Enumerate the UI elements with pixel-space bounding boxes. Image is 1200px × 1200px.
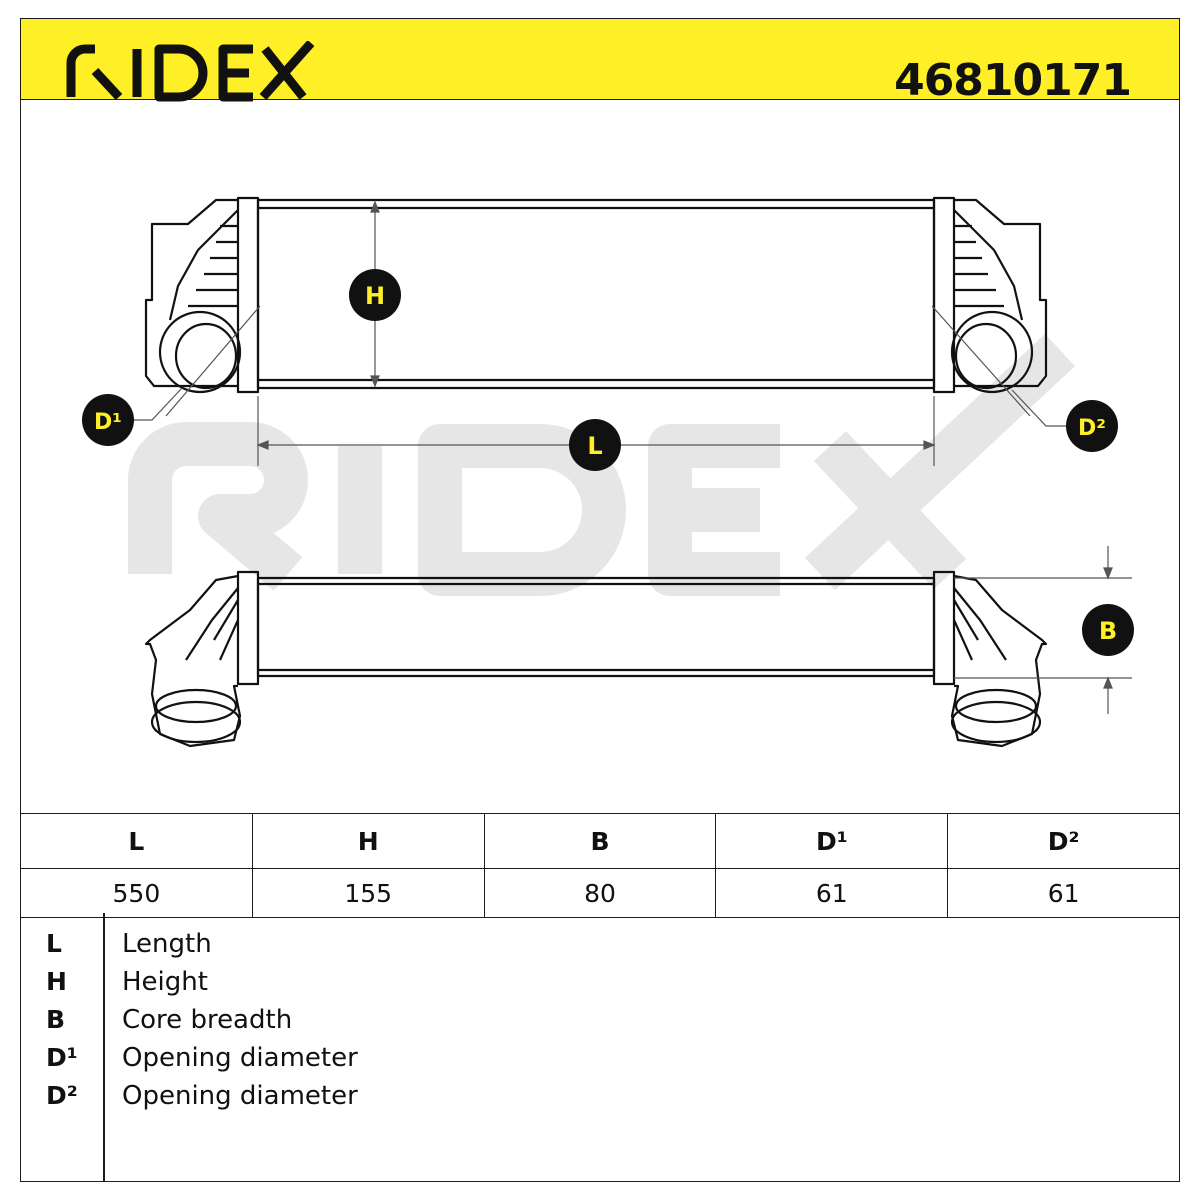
legend-row: D² Opening diameter	[20, 1081, 1180, 1119]
badge-d2: D²	[1066, 400, 1118, 452]
header-cell-l: L	[20, 813, 253, 869]
legend-description: Opening diameter	[122, 1081, 358, 1111]
legend-divider	[103, 913, 105, 1182]
badge-b: B	[1082, 604, 1134, 656]
legend-description: Core breadth	[122, 1005, 293, 1035]
legend-row: L Length	[20, 929, 1180, 967]
legend-row: D¹ Opening diameter	[20, 1043, 1180, 1081]
legend-description: Height	[122, 967, 208, 997]
legend-key: D²	[46, 1081, 78, 1110]
header-cell-d2: D²	[947, 813, 1180, 869]
legend-key: D¹	[46, 1043, 78, 1072]
legend-key: L	[46, 929, 62, 958]
value-cell-d2: 61	[947, 868, 1180, 918]
value-cell-h: 155	[251, 868, 485, 918]
svg-text:H: H	[365, 282, 385, 310]
legend-description: Opening diameter	[122, 1043, 358, 1073]
svg-text:D¹: D¹	[94, 410, 122, 435]
legend: L Length H Height B Core breadth D¹ Open…	[20, 913, 1180, 1182]
value-cell-d1: 61	[715, 868, 949, 918]
badge-l: L	[569, 419, 621, 471]
badge-h: H	[349, 269, 401, 321]
dimensions-table: L H B D¹ D² 550 155 80 61 61	[20, 813, 1180, 918]
header-cell-h: H	[251, 813, 485, 869]
svg-text:B: B	[1099, 617, 1117, 645]
legend-key: B	[46, 1005, 66, 1034]
header-cell-b: B	[483, 813, 717, 869]
value-cell-b: 80	[483, 868, 717, 918]
left-opening	[158, 310, 242, 394]
dimensions-header-row: L H B D¹ D²	[20, 813, 1180, 869]
core-side	[256, 576, 936, 678]
svg-text:L: L	[587, 432, 602, 460]
svg-text:D²: D²	[1078, 416, 1106, 441]
legend-key: H	[46, 967, 67, 996]
header-cell-d1: D¹	[715, 813, 949, 869]
right-opening	[950, 310, 1034, 394]
ridex-watermark	[128, 333, 1076, 596]
legend-row: H Height	[20, 967, 1180, 1005]
legend-row: B Core breadth	[20, 1005, 1180, 1043]
intercooler-drawing: H L B D¹ D²	[82, 196, 1134, 748]
dimensions-value-row: 550 155 80 61 61	[20, 868, 1180, 918]
value-cell-l: 550	[20, 868, 253, 918]
right-tank-front	[954, 198, 1048, 388]
header-bar: 46810171	[20, 18, 1180, 106]
legend-description: Length	[122, 929, 212, 959]
part-number: 46810171	[894, 55, 1132, 106]
left-tank-front	[144, 198, 238, 388]
ridex-logo	[66, 41, 315, 102]
badge-d1: D¹	[82, 394, 134, 446]
